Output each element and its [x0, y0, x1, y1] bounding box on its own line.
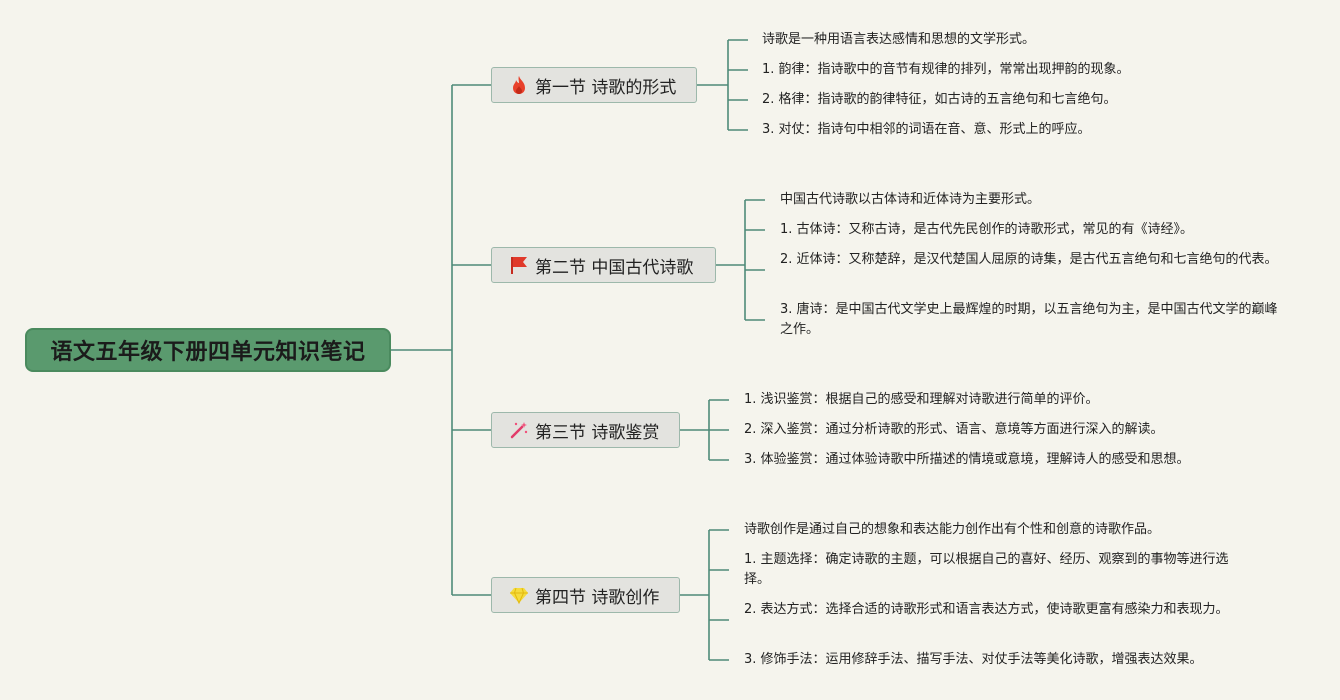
section-4-item-3: 3. 修饰手法：运用修辞手法、描写手法、对仗手法等美化诗歌，增强表达效果。: [744, 652, 1203, 667]
section-4-item-2: 2. 表达方式：选择合适的诗歌形式和语言表达方式，使诗歌更富有感染力和表现力。: [744, 602, 1229, 617]
section-3-label: 第三节 诗歌鉴赏: [535, 422, 660, 443]
section-2-item-3: 3. 唐诗：是中国古代文学史上最辉煌的时期，以五言绝句为主，是中国古代文学的巅峰…: [780, 302, 1278, 337]
fire-icon: [509, 75, 529, 95]
section-1-item-0: 诗歌是一种用语言表达感情和思想的文学形式。: [762, 32, 1036, 47]
gem-icon: [509, 585, 529, 605]
section-3-item-2: 3. 体验鉴赏：通过体验诗歌中所描述的情境或意境，理解诗人的感受和思想。: [744, 452, 1190, 467]
root-topic[interactable]: 语文五年级下册四单元知识笔记: [25, 328, 391, 372]
section-4-label: 第四节 诗歌创作: [535, 587, 660, 608]
section-2-node[interactable]: 第二节 中国古代诗歌: [491, 247, 716, 283]
section-1-label: 第一节 诗歌的形式: [535, 77, 677, 98]
section-1-item-2: 2. 格律：指诗歌的韵律特征，如古诗的五言绝句和七言绝句。: [762, 92, 1117, 107]
section-2-item-1: 1. 古体诗：又称古诗，是古代先民创作的诗歌形式，常见的有《诗经》。: [780, 222, 1194, 237]
section-2-item-0: 中国古代诗歌以古体诗和近体诗为主要形式。: [780, 192, 1041, 207]
red-flag-icon: [509, 255, 529, 275]
section-1-item-3: 3. 对仗：指诗句中相邻的词语在音、意、形式上的呼应。: [762, 122, 1091, 137]
section-2-label: 第二节 中国古代诗歌: [535, 257, 694, 278]
section-1-node[interactable]: 第一节 诗歌的形式: [491, 67, 697, 103]
section-3-item-0: 1. 浅识鉴赏：根据自己的感受和理解对诗歌进行简单的评价。: [744, 392, 1099, 407]
section-2-item-2: 2. 近体诗：又称楚辞，是汉代楚国人屈原的诗集，是古代五言绝句和七言绝句的代表。: [780, 252, 1278, 267]
magic-wand-icon: [509, 420, 529, 440]
section-4-item-1: 1. 主题选择：确定诗歌的主题，可以根据自己的喜好、经历、观察到的事物等进行选择…: [744, 552, 1229, 587]
section-1-item-1: 1. 韵律：指诗歌中的音节有规律的排列，常常出现押韵的现象。: [762, 62, 1130, 77]
section-4-item-0: 诗歌创作是通过自己的想象和表达能力创作出有个性和创意的诗歌作品。: [744, 522, 1161, 537]
section-3-node[interactable]: 第三节 诗歌鉴赏: [491, 412, 680, 448]
section-3-item-1: 2. 深入鉴赏：通过分析诗歌的形式、语言、意境等方面进行深入的解读。: [744, 422, 1164, 437]
section-4-node[interactable]: 第四节 诗歌创作: [491, 577, 680, 613]
